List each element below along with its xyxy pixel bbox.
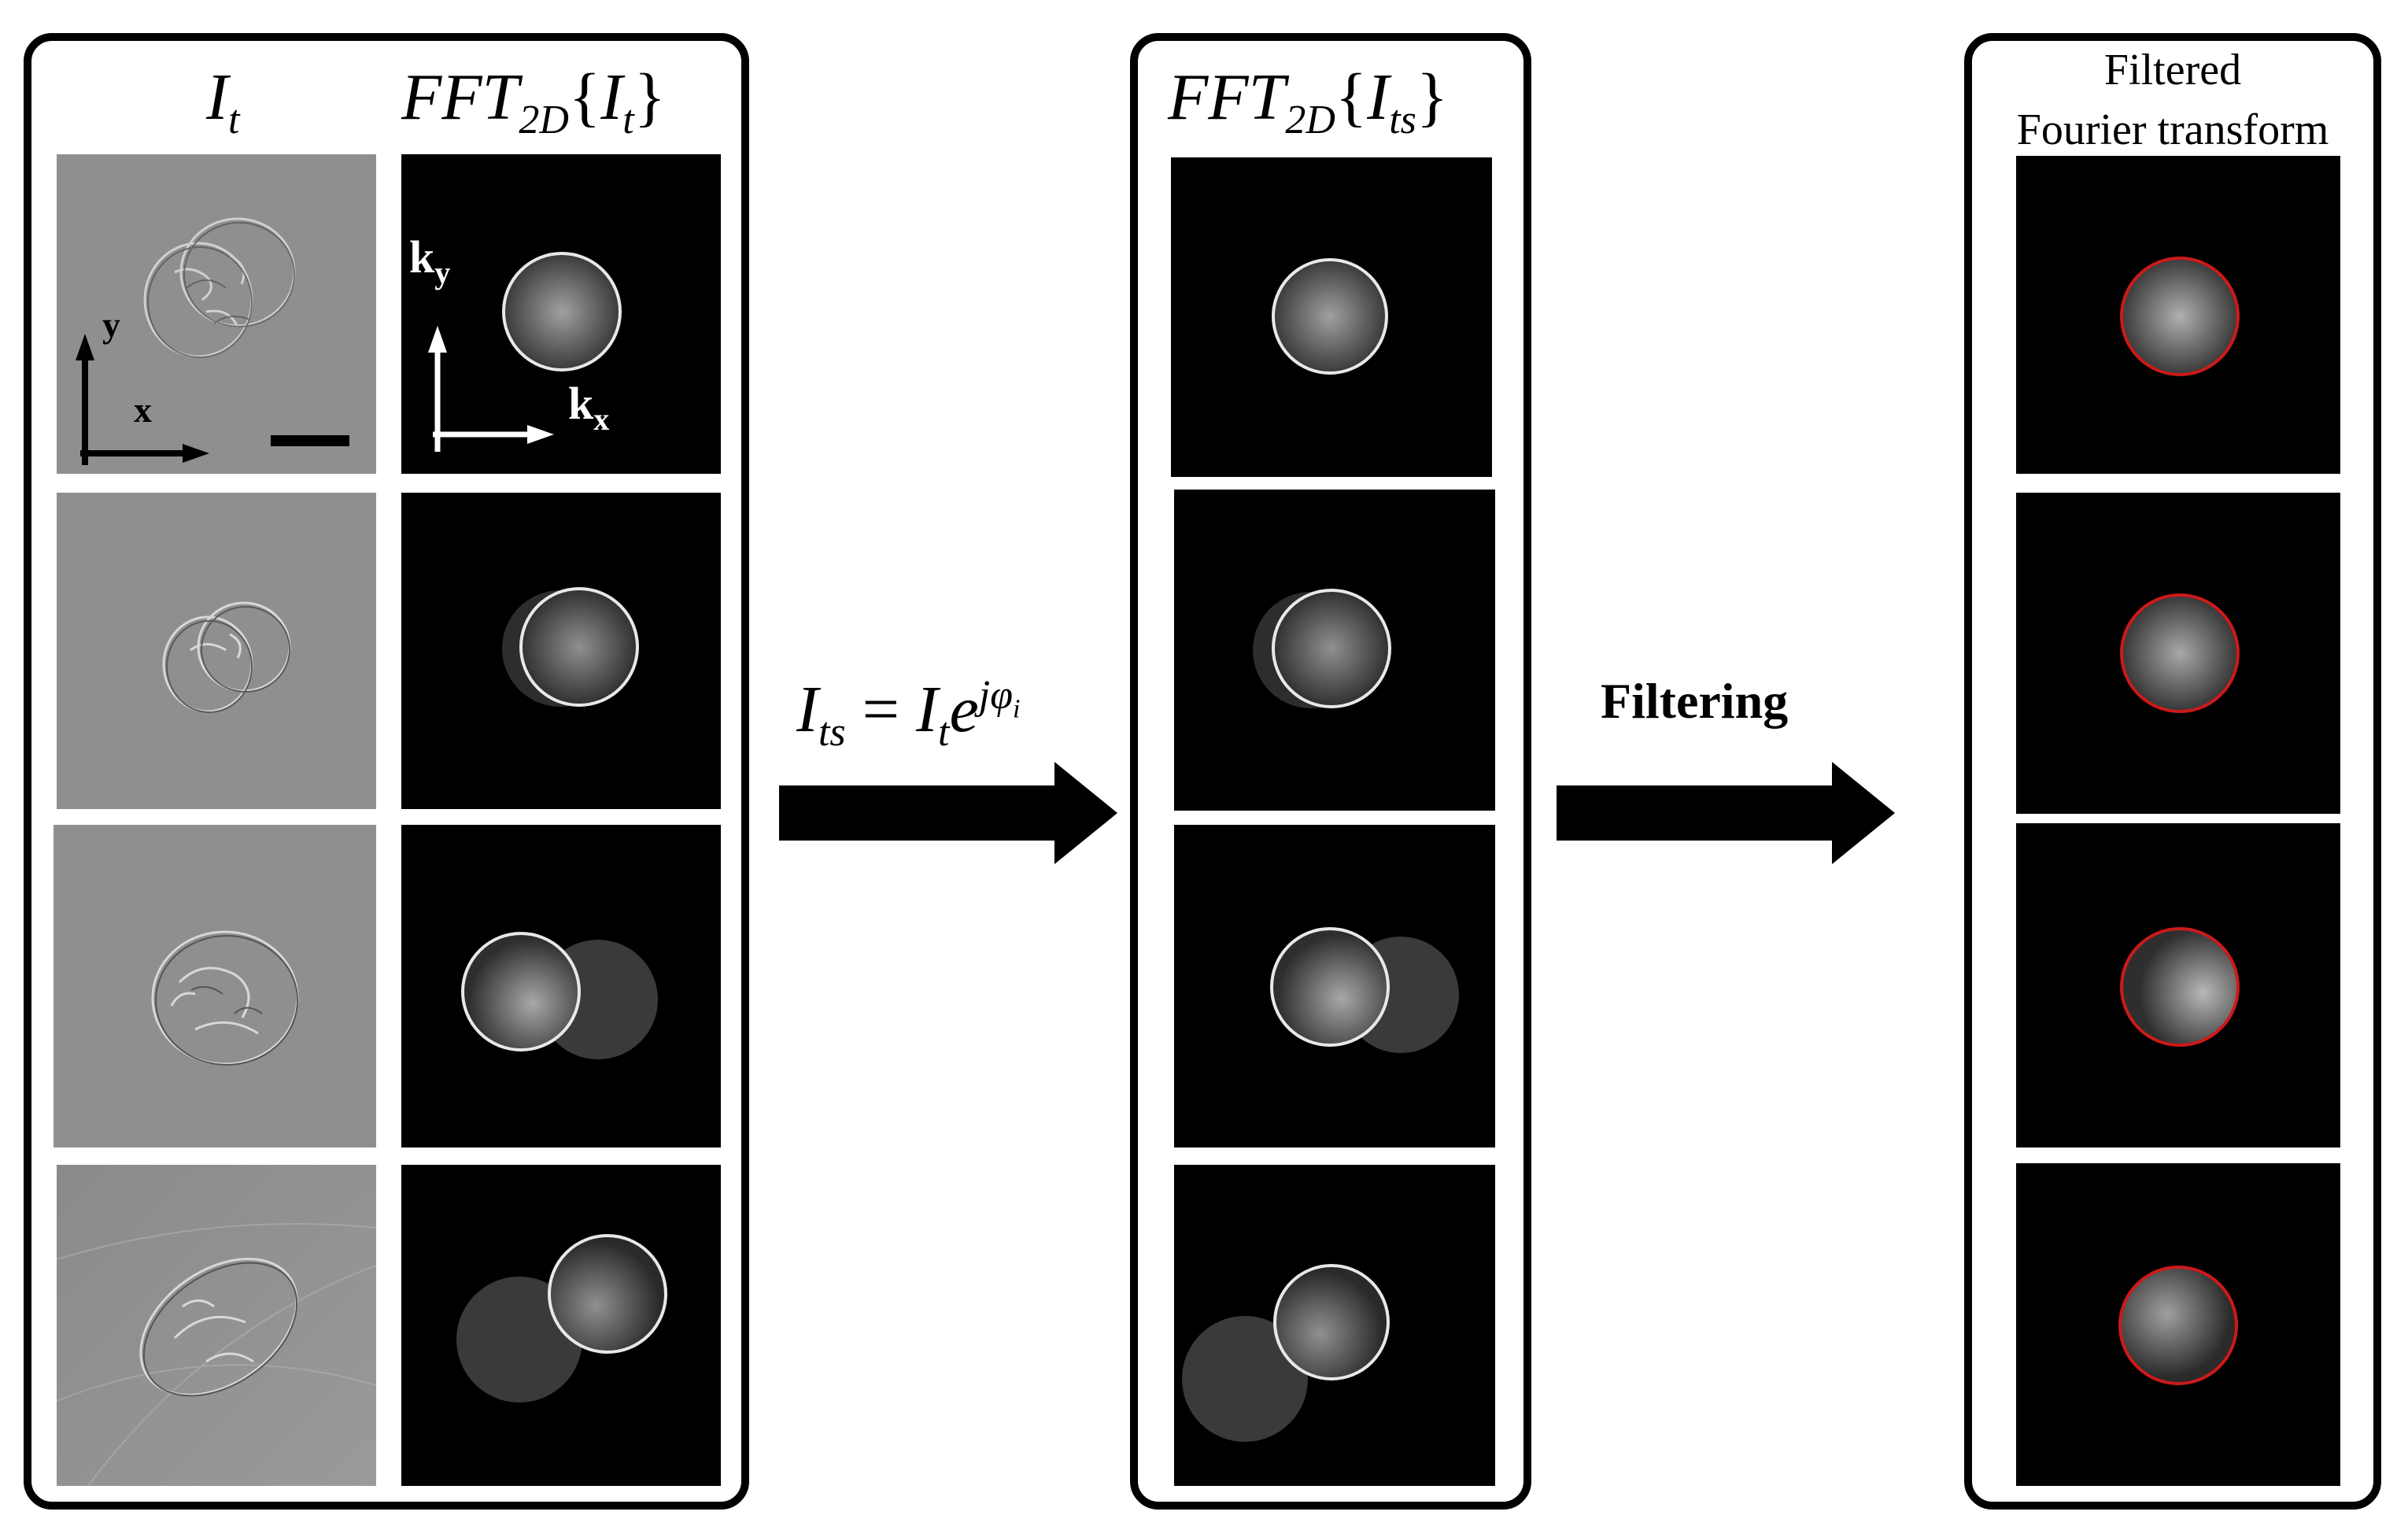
header-fft-its: FFT2D{Its} [1168,65,1448,141]
eq-lhs-sub: ts [818,709,846,755]
cell-shifted-row2 [1174,490,1495,811]
brace2-open: { [1335,61,1368,134]
eq-lhs: I [796,673,818,746]
cell-image-row4 [57,1165,376,1486]
cell-filtered-row1 [2016,156,2340,474]
cell-fft-row1: ky kx [401,154,721,474]
header-it: It [206,65,239,141]
cell-image-row1: y x [57,154,376,474]
cell-fft-row4 [401,1165,721,1486]
eq-exponent: jφi [978,673,1021,724]
axis-label-kx: kx [568,378,609,437]
header-filtered-line1: Filtered [2103,46,2242,94]
cell-fft-row3 [401,825,721,1148]
filtering-label: Filtering [1601,673,1789,729]
cell-filtered-row2 [2016,493,2340,814]
phase-equation: Its = Itejφi [796,675,1020,753]
header-fft-sub: 2D [519,97,569,142]
cell-filtered-row3 [2016,823,2340,1148]
eq-sign: = [862,673,900,746]
brace2-close: } [1416,61,1449,134]
cell-shifted-row1 [1171,157,1492,477]
right-arrow-shift [779,762,1117,864]
axis-label-ky: ky [409,231,450,290]
brace-open: { [568,61,601,134]
eq-rhs-e: e [949,673,979,746]
header2-arg-sub: ts [1389,97,1416,142]
cell-fft-row2 [401,493,721,809]
eq-rhs-i: I [916,673,939,746]
header-fft-it: FFT2D{It} [401,65,666,141]
brace-close: } [633,61,666,134]
cell-image-row2 [57,493,376,809]
cell-filtered-row4 [2016,1163,2340,1486]
cell-shifted-row3 [1174,825,1495,1148]
header-fft-main: FFT [401,61,519,134]
axis-label-x: x [134,390,152,430]
cell-shifted-row4 [1174,1165,1495,1486]
header-filtered: Filtered Fourier transform [1972,41,2373,160]
eq-rhs-i-sub: t [938,709,950,755]
header-it-main: I [206,61,228,134]
header-filtered-line2: Fourier transform [2016,105,2329,154]
header2-fft-sub: 2D [1285,97,1335,142]
header2-fft-main: FFT [1168,61,1286,134]
axis-label-y: y [102,305,120,345]
header-fft-arg-sub: t [622,97,634,142]
right-arrow-filter [1557,762,1895,864]
header-it-sub: t [227,97,240,142]
header-fft-arg: I [600,61,623,134]
header2-arg: I [1367,61,1390,134]
cell-image-row3 [54,825,376,1148]
